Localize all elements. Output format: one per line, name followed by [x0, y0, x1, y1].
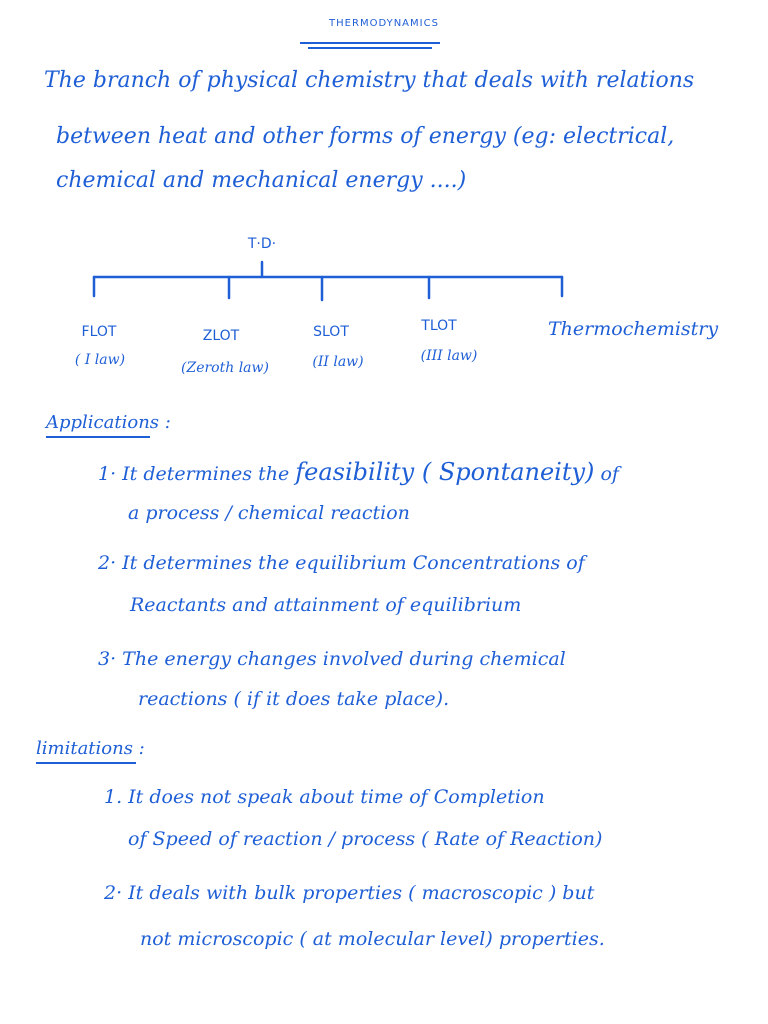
- tree-diagram: [92, 260, 564, 302]
- definition-line-1: The branch of physical chemistry that de…: [44, 68, 695, 93]
- application-1-feasibility: feasibility ( Spontaneity): [295, 458, 595, 486]
- definition-line-3: chemical and mechanical energy ....): [56, 168, 467, 193]
- application-2-line-1: 2· It determines the equilibrium Concent…: [98, 552, 585, 574]
- limitations-heading: limitations :: [36, 738, 145, 759]
- limitation-1-line-2: of Speed of reaction / process ( Rate of…: [128, 828, 603, 850]
- application-3-line-1: 3· The energy changes involved during ch…: [98, 648, 566, 670]
- definition-line-2: between heat and other forms of energy (…: [56, 124, 675, 149]
- node-slot: SLOT: [313, 324, 349, 340]
- applications-underline: [46, 436, 150, 438]
- node-zlot-law: (Zeroth law): [181, 360, 269, 376]
- application-1-line-1-end: of: [600, 463, 619, 485]
- limitation-2-line-2: not microscopic ( at molecular level) pr…: [140, 928, 605, 950]
- tree-root: T·D·: [247, 236, 277, 252]
- application-1-line-2: a process / chemical reaction: [128, 502, 410, 524]
- node-thermochemistry: Thermochemistry: [548, 318, 719, 340]
- application-2-line-2: Reactants and attainment of equilibrium: [130, 594, 522, 616]
- limitation-2-line-1: 2· It deals with bulk properties ( macro…: [104, 882, 595, 904]
- page-title: THERMODYNAMICS: [329, 18, 439, 29]
- node-flot: FLOT: [81, 324, 117, 340]
- node-tlot: TLOT: [421, 318, 457, 334]
- title-underline-2: [308, 47, 432, 49]
- node-slot-law: (II law): [312, 354, 364, 370]
- application-1-line-1-start: 1· It determines the: [98, 463, 290, 485]
- title-underline-1: [300, 42, 440, 44]
- limitations-underline: [36, 762, 136, 764]
- application-1-line-1: 1· It determines the feasibility ( Spont…: [98, 458, 619, 486]
- limitation-1-line-1: 1. It does not speak about time of Compl…: [104, 786, 545, 808]
- application-3-line-2: reactions ( if it does take place).: [138, 688, 450, 710]
- node-zlot: ZLOT: [202, 328, 240, 344]
- node-flot-law: ( I law): [74, 352, 126, 368]
- applications-heading: Applications :: [46, 412, 171, 433]
- node-tlot-law: (III law): [420, 348, 478, 364]
